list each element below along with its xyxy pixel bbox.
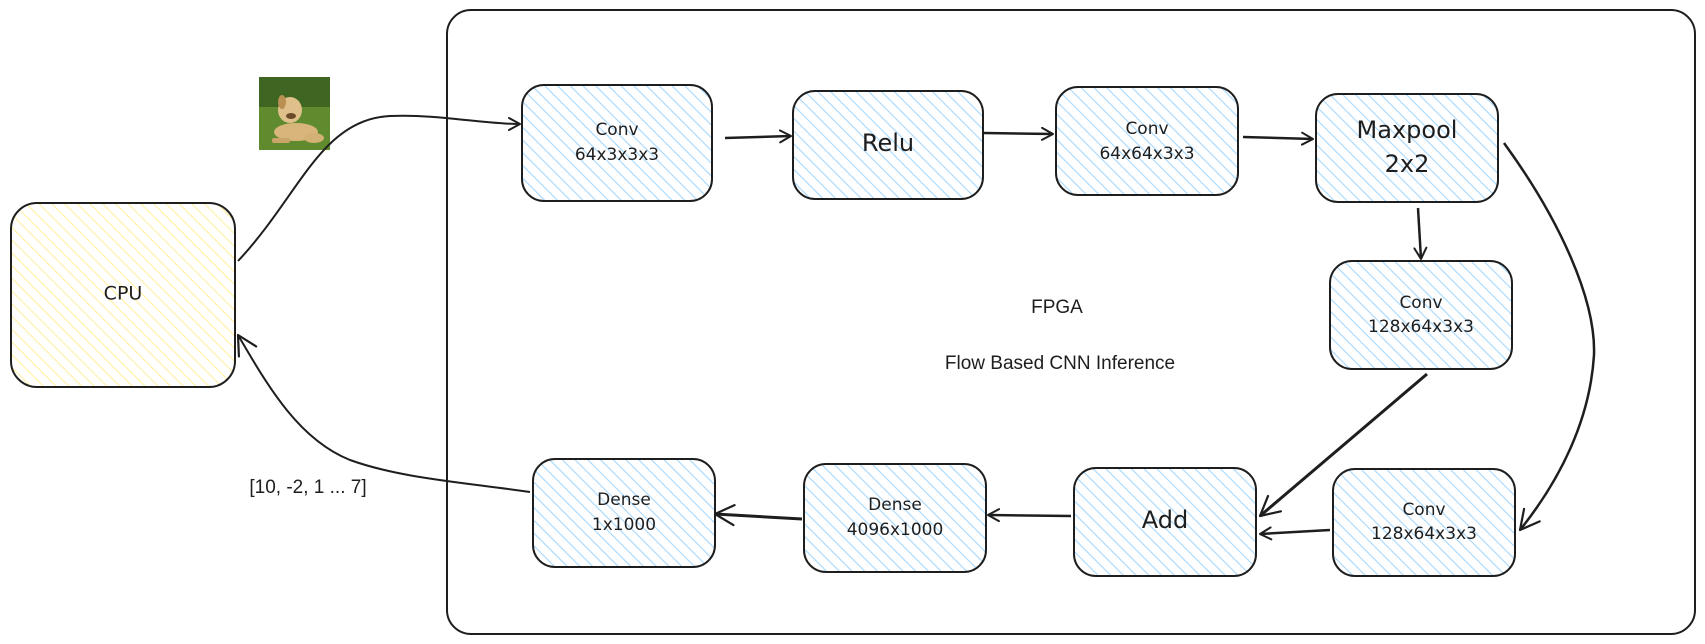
arrow-maxpool-to-conv4 [1502,142,1596,532]
cpu-label: CPU [104,283,143,305]
output-vector-label: [10, -2, 1 ... 7] [249,477,366,498]
dense2-line1: Dense [597,490,651,510]
fpga-subtitle: Flow Based CNN Inference [945,353,1175,374]
add-label: Add [1142,506,1188,534]
conv3-line1: Conv [1399,293,1442,313]
conv1-node: Conv 64x3x3x3 [521,84,713,202]
conv2-node: Conv 64x64x3x3 [1055,86,1239,196]
dense1-line1: Dense [868,495,922,515]
dog-photo-icon [259,77,330,150]
dense2-line2: 1x1000 [592,515,656,535]
arrow-cpu-to-conv1 [237,114,521,262]
relu-node: Relu [792,90,984,200]
conv4-line1: Conv [1402,500,1445,520]
conv3-node: Conv 128x64x3x3 [1329,260,1513,370]
dense1-node: Dense 4096x1000 [803,463,987,573]
maxpool-node: Maxpool 2x2 [1315,93,1499,203]
arrow-relu-to-conv2 [983,126,1054,141]
arrow-add-to-dense1 [987,508,1072,523]
conv4-line2: 128x64x3x3 [1371,524,1477,544]
cpu-node: CPU [10,202,236,388]
fpga-container [446,9,1696,635]
add-node: Add [1073,467,1257,577]
maxpool-line2: 2x2 [1385,150,1430,178]
relu-label: Relu [862,129,914,157]
arrow-maxpool-to-conv3 [1413,207,1428,260]
arrow-conv2-to-maxpool [1242,131,1314,146]
conv2-line2: 64x64x3x3 [1099,144,1194,164]
fpga-title: FPGA [1031,297,1083,318]
arrow-conv4-to-add [1259,526,1331,541]
conv2-line1: Conv [1125,119,1168,139]
maxpool-line1: Maxpool [1357,116,1458,144]
arrow-conv1-to-relu [724,129,792,144]
arrow-conv3-to-add [1258,372,1428,518]
conv4-node: Conv 128x64x3x3 [1332,468,1516,577]
dense2-node: Dense 1x1000 [532,458,716,568]
conv3-line2: 128x64x3x3 [1368,317,1474,337]
arrow-dense2-to-cpu [236,333,531,493]
arrow-dense1-to-dense2 [713,504,803,527]
dense1-line2: 4096x1000 [847,520,944,540]
conv1-line2: 64x3x3x3 [575,145,659,165]
conv1-line1: Conv [595,120,638,140]
